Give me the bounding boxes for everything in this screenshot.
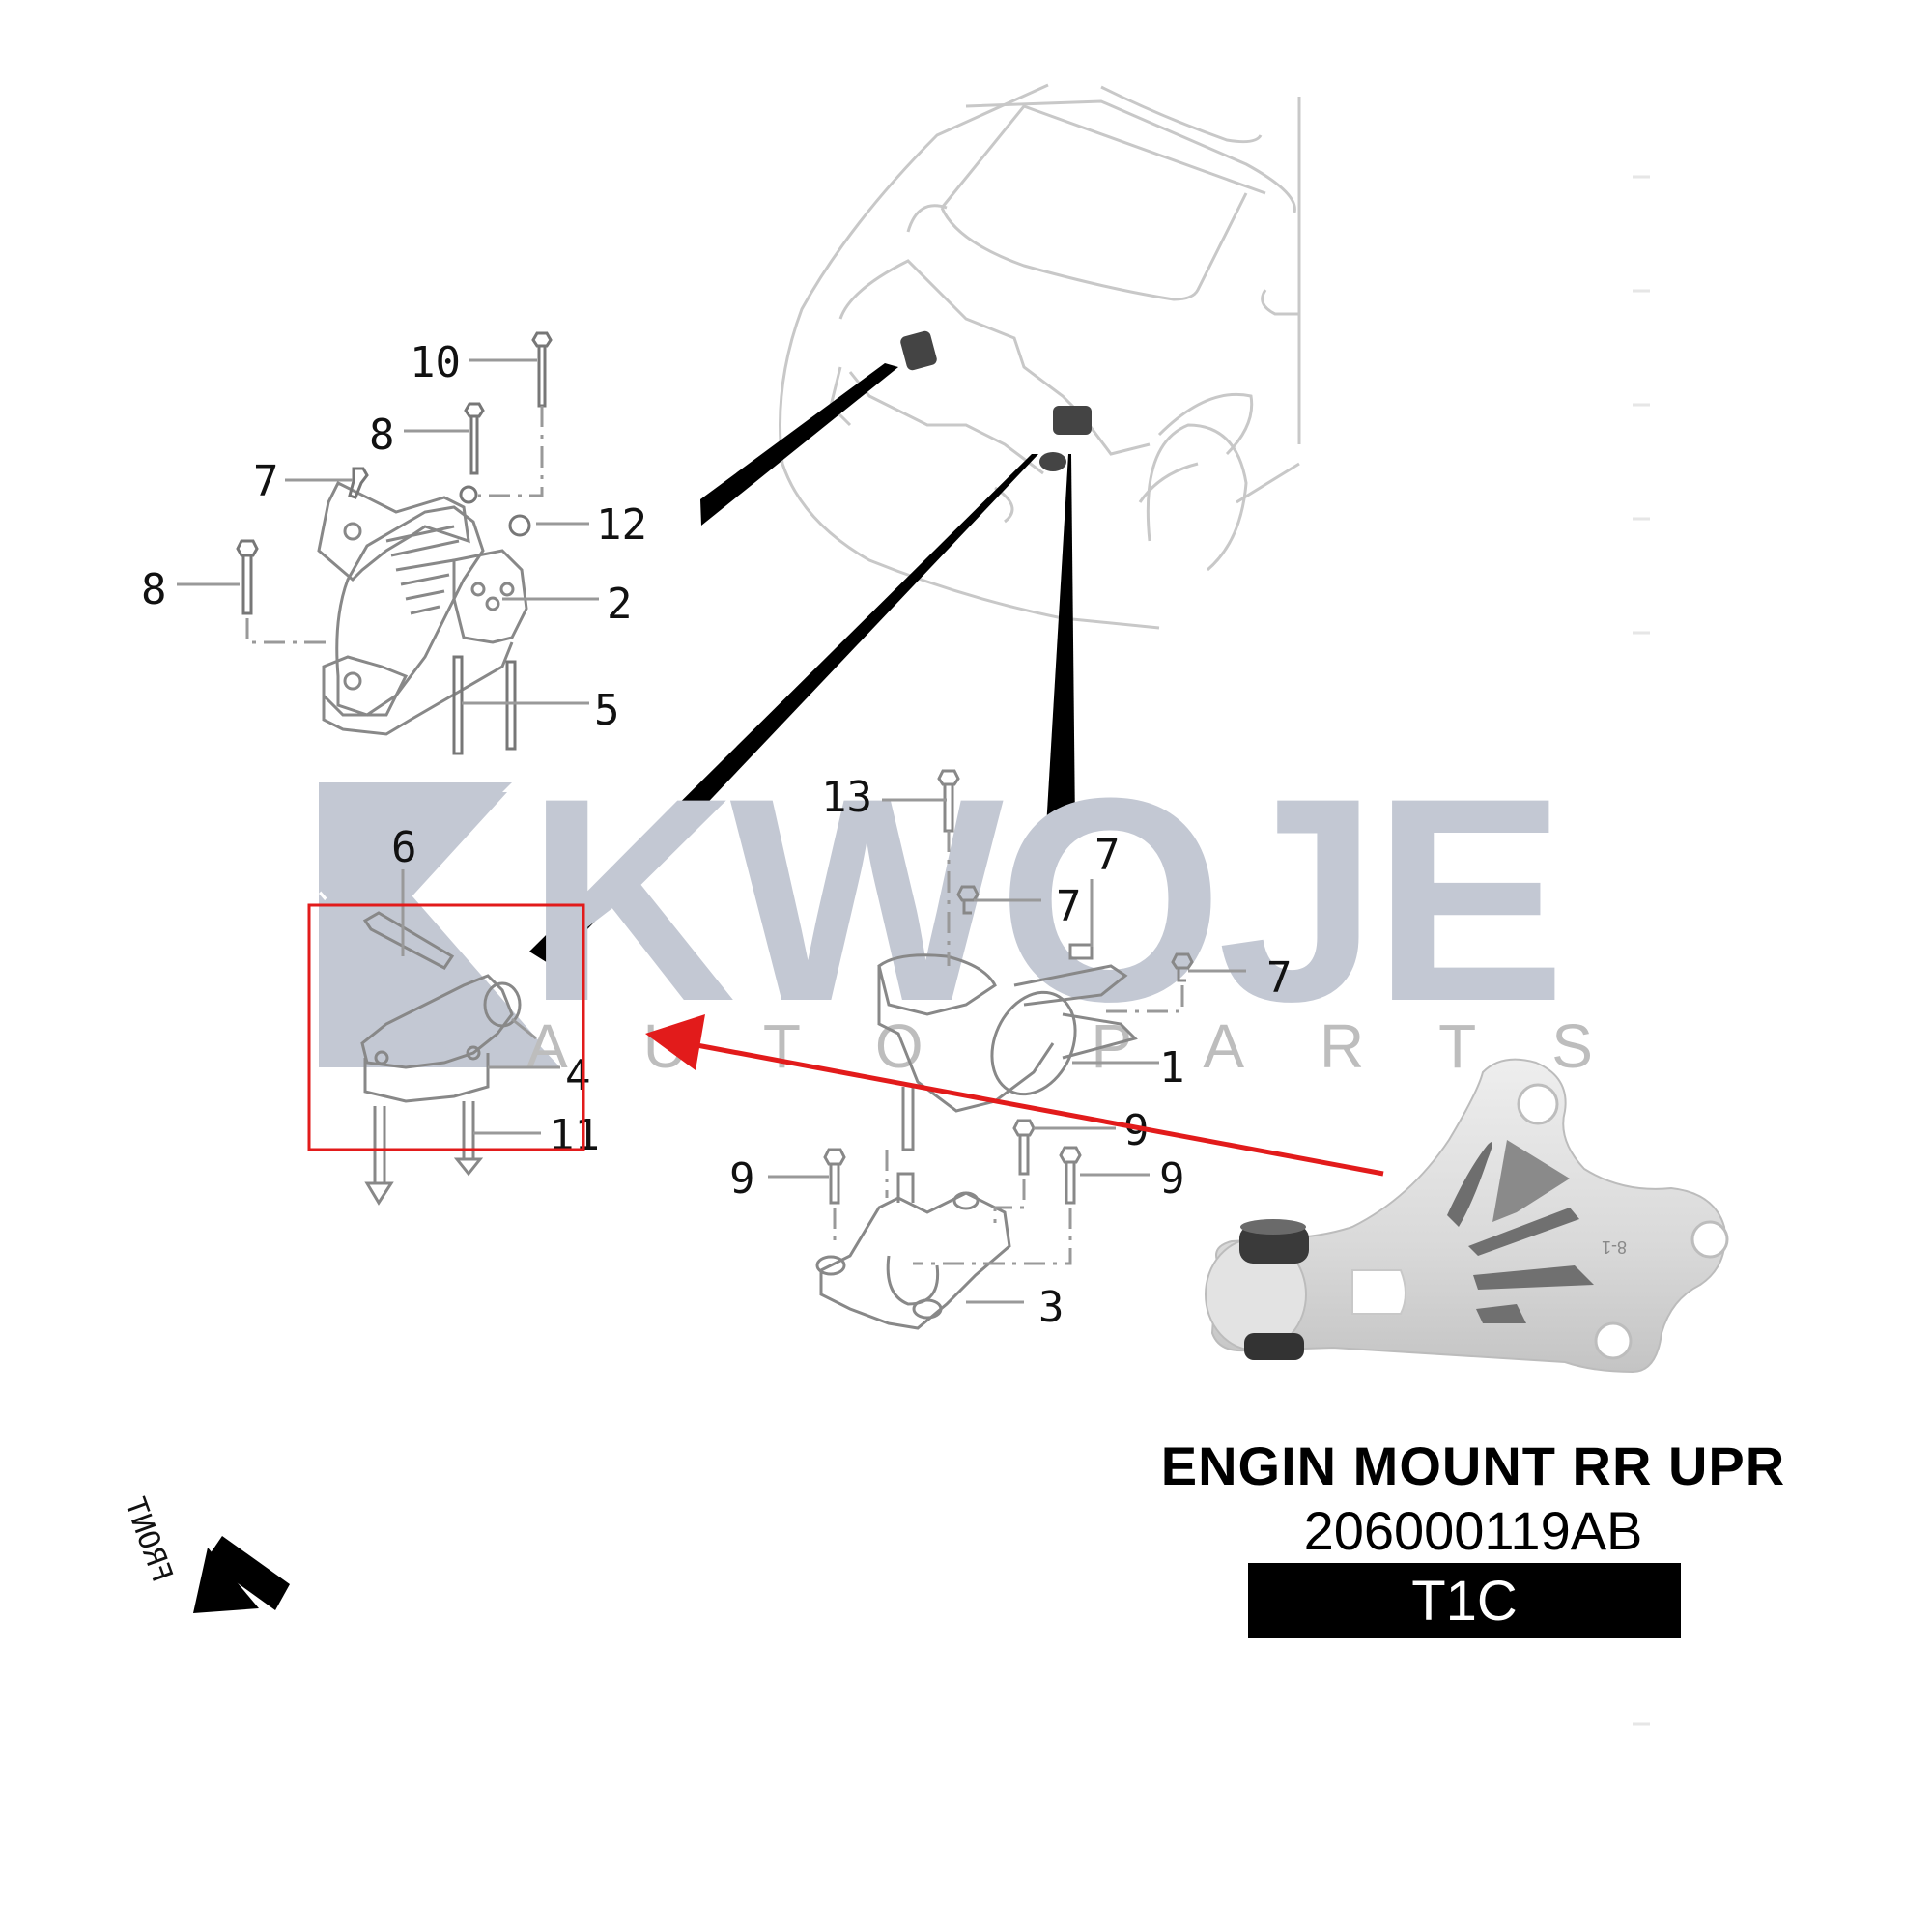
front-orientation-indicator: FRONT — [118, 1493, 290, 1613]
callout-3: 3 — [1038, 1283, 1065, 1332]
lower-mount-assembly: 9 9 9 3 — [729, 1087, 1185, 1332]
front-label: FRONT — [118, 1493, 180, 1587]
product-photo: 8-1 — [1205, 1058, 1729, 1374]
bolt-9c — [1059, 1146, 1082, 1205]
callout-9c: 9 — [1159, 1154, 1185, 1204]
bolt-9a — [823, 1148, 846, 1205]
stud-5b — [505, 660, 517, 751]
callout-8: 8 — [369, 411, 395, 460]
model-code-badge: T1C — [1248, 1563, 1681, 1638]
callout-9a: 9 — [729, 1154, 755, 1204]
bolt-9b — [1012, 1119, 1036, 1176]
callout-13: 13 — [821, 773, 872, 822]
bolt-8a — [464, 402, 485, 475]
callout-11: 11 — [549, 1111, 600, 1160]
bolt-10 — [531, 331, 553, 408]
bolt-8b — [236, 539, 259, 615]
callout-2: 2 — [607, 580, 633, 629]
callout-1: 1 — [1159, 1043, 1185, 1093]
bolt-6 — [362, 911, 455, 970]
bolt-7c — [1068, 943, 1094, 960]
product-title: ENGIN MOUNT RR UPR — [1160, 1435, 1786, 1496]
callout-5: 5 — [594, 686, 620, 735]
callout-7: 7 — [253, 457, 279, 506]
engine-mount-markers — [900, 330, 1092, 471]
callout-10: 10 — [410, 338, 461, 387]
callout-8b: 8 — [141, 565, 167, 614]
rear-mount-assembly: 6 4 11 — [307, 823, 600, 1206]
watermark: KWOJE AUTO PARTS — [319, 737, 1593, 1081]
callout-12: 12 — [596, 500, 647, 550]
callout-7b: 7 — [1056, 882, 1082, 931]
pointer-wedge-rear — [529, 454, 1038, 966]
red-pointer-arrow — [645, 1014, 1384, 1177]
pointer-wedge-middle — [1046, 454, 1075, 828]
pointer-wedges — [529, 363, 1075, 966]
arrowhead-icon — [645, 1014, 705, 1070]
callout-6: 6 — [391, 823, 417, 872]
part-number: 206000119AB — [1303, 1500, 1643, 1561]
bolt-11a — [373, 1106, 386, 1185]
edge-ticks — [1633, 175, 1650, 1726]
bolt-7d — [1171, 952, 1194, 982]
front-arrow-icon — [206, 1536, 290, 1610]
highlight-box — [307, 903, 585, 1151]
nut-12 — [508, 514, 531, 537]
nut — [459, 485, 478, 504]
stud-5a — [452, 655, 464, 755]
watermark-brand: KWOJE — [526, 737, 1560, 1062]
pointer-wedge-top — [700, 363, 898, 526]
callout-7c: 7 — [1094, 831, 1121, 880]
upper-mount-assembly: 10 8 7 12 8 2 5 — [141, 331, 647, 755]
vehicle-outline — [779, 83, 1301, 630]
callout-4: 4 — [565, 1051, 591, 1100]
middle-mount-assembly: 13 7 7 7 1 — [821, 769, 1293, 1113]
callout-7d: 7 — [1266, 953, 1293, 1003]
model-code: T1C — [1411, 1569, 1518, 1633]
bolt-7a — [348, 467, 369, 499]
casting-mark: 8-1 — [1602, 1237, 1627, 1257]
